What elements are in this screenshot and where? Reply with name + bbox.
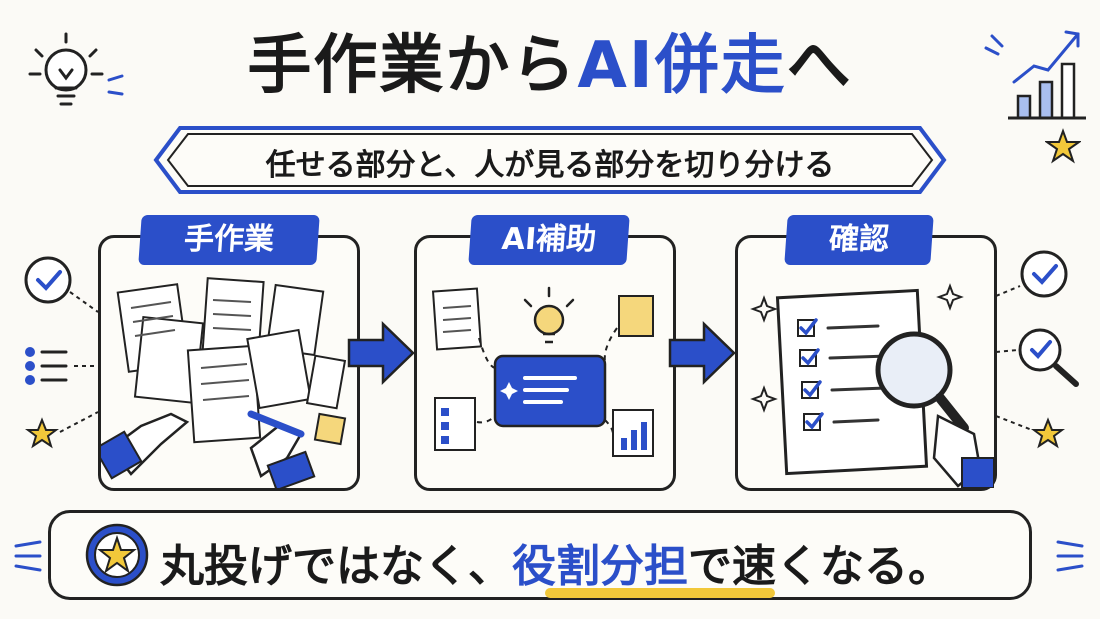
panel-label-manual: 手作業 [138,215,320,265]
ai-assist-illustration [431,286,654,457]
star-badge-icon [85,523,149,587]
checklist-magnifier-illustration [750,283,994,488]
subtitle: 任せる部分と、人が見る部分を切り分ける [265,148,835,183]
panel-label-ai: AI補助 [468,215,630,265]
title-prefix: 手作業から [247,29,578,103]
highlight-underline [545,588,775,598]
accent-strokes-right [1056,540,1084,572]
conclusion-suffix: で速くなる。 [688,541,952,592]
arrow-right-icon [347,321,415,385]
left-side-icons [24,256,99,449]
panel-review [735,235,997,491]
title-suffix: へ [786,29,853,103]
conclusion-highlight: 役割分担 [512,541,688,592]
page-title: 手作業からAI併走へ [0,14,1100,106]
panel-manual-work [98,235,360,491]
growth-chart-icon [984,30,1086,120]
conclusion-prefix: 丸投げではなく、 [160,541,512,592]
subtitle-banner [153,126,947,194]
document-pile-illustration [101,277,347,488]
conclusion-text: 丸投げではなく、役割分担で速くなる。 [160,530,1020,594]
panel-label-review: 確認 [784,215,934,265]
conclusion-box [48,510,1032,600]
title-highlight: AI併走 [577,29,787,103]
hands-illustration [101,410,316,488]
arrow-right-icon [668,321,736,385]
star-icon [1045,128,1081,164]
lightbulb-icon [28,32,124,106]
right-side-icons [996,250,1079,449]
accent-strokes-left [14,540,42,572]
panel-ai-assist [414,235,676,491]
